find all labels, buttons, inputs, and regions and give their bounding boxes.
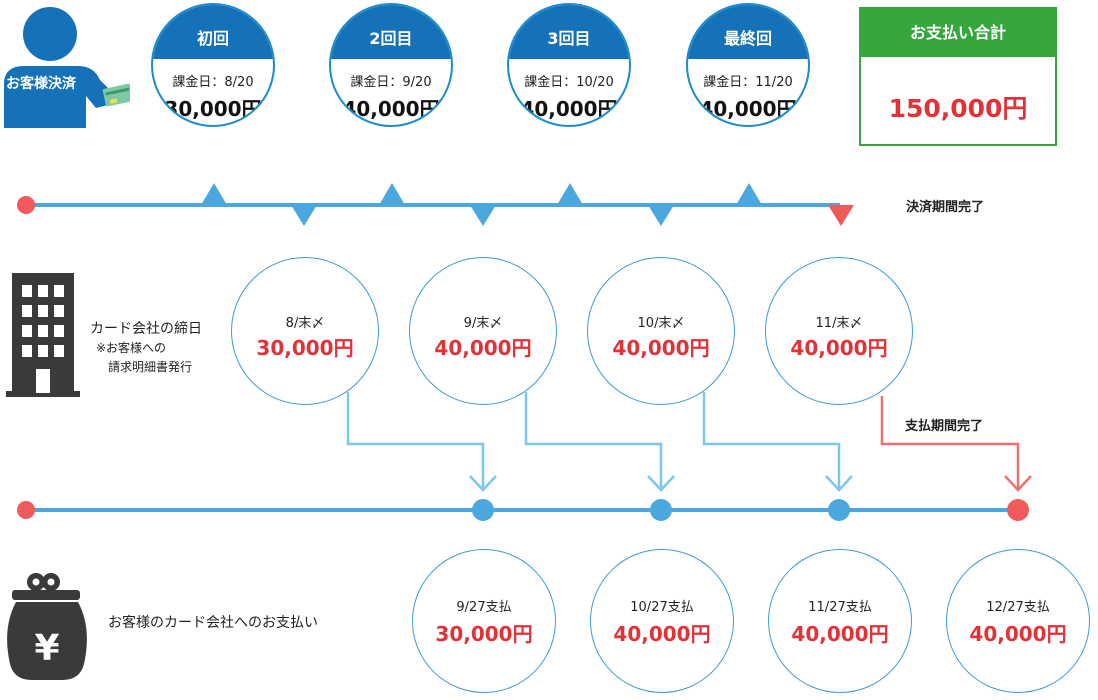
yen-wallet-icon: ¥ <box>2 568 92 684</box>
closing-circle-3: 10/末〆 40,000円 <box>587 257 735 405</box>
connector-arrow <box>346 392 485 490</box>
charge-amount: 40,000円 <box>520 97 618 121</box>
closing-marker-down <box>648 205 674 226</box>
charge-header <box>331 5 451 59</box>
payment-circle-2: 10/27支払 40,000円 <box>590 549 734 693</box>
payment-dot <box>472 499 494 521</box>
payment-dot <box>828 499 850 521</box>
charge-marker-up <box>379 183 405 205</box>
charge-title: 3回目 <box>547 29 591 48</box>
customer-label: お客様決済 <box>6 76 76 92</box>
closing-amount: 40,000円 <box>434 336 532 360</box>
closing-date: 9/末〆 <box>463 316 503 331</box>
closing-amount: 30,000円 <box>256 336 354 360</box>
connector-arrow-final <box>880 396 1020 490</box>
charge-marker-up <box>557 183 583 205</box>
closing-date: 11/末〆 <box>815 316 863 331</box>
arrow-head-final <box>1004 475 1032 492</box>
payment-circle-1: 9/27支払 30,000円 <box>412 549 556 693</box>
closing-circle-2: 9/末〆 40,000円 <box>409 257 557 405</box>
closing-marker-down <box>470 205 496 226</box>
total-box: お支払い合計 150,000円 <box>859 7 1057 146</box>
charge-title: 最終回 <box>723 29 772 48</box>
arrow-head <box>825 475 853 492</box>
total-label: お支払い合計 <box>861 9 1055 57</box>
timeline2-start-dot <box>17 501 35 519</box>
customer-icon <box>0 0 134 130</box>
charge-header <box>153 5 273 59</box>
charge-date: 課金日：9/20 <box>350 75 432 90</box>
timeline-start-dot <box>17 196 35 214</box>
charge-circle-2: 2回目 課金日：9/20 40,000円 <box>329 3 453 127</box>
charge-amount: 40,000円 <box>699 97 797 121</box>
charge-circle-4: 最終回 課金日：11/20 40,000円 <box>686 3 810 127</box>
payment-complete-label: 支払期間完了 <box>905 419 984 434</box>
closing-date: 10/末〆 <box>637 316 685 331</box>
charge-header <box>509 5 629 59</box>
closing-circle-1: 8/末〆 30,000円 <box>231 257 379 405</box>
payment-amount: 40,000円 <box>791 622 889 646</box>
connector-arrow <box>702 392 841 490</box>
connector-arrow <box>524 392 663 490</box>
payment-date: 11/27支払 <box>808 600 872 615</box>
closing-amount: 40,000円 <box>790 336 888 360</box>
payment-circle-3: 11/27支払 40,000円 <box>768 549 912 693</box>
charge-title: 2回目 <box>369 29 413 48</box>
timeline2-end-dot <box>1007 499 1029 521</box>
charge-circle-3: 3回目 課金日：10/20 40,000円 <box>507 3 631 127</box>
arrow-head <box>647 475 675 492</box>
closing-circle-4: 11/末〆 40,000円 <box>765 257 913 405</box>
building-icon <box>4 271 82 399</box>
charge-date: 課金日：8/20 <box>172 75 254 90</box>
payment-amount: 40,000円 <box>613 622 711 646</box>
payment-circle-4: 12/27支払 40,000円 <box>946 549 1090 693</box>
payment-dot <box>650 499 672 521</box>
closing-date: 8/末〆 <box>285 316 325 331</box>
payment-amount: 40,000円 <box>969 622 1067 646</box>
charge-amount: 40,000円 <box>342 97 440 121</box>
charge-amount: 30,000円 <box>164 97 262 121</box>
company-line1: カード会社の締日 <box>90 321 202 337</box>
svg-text:¥: ¥ <box>34 628 59 669</box>
charge-circle-1: 初回 課金日：8/20 30,000円 <box>151 3 275 127</box>
company-line2: ※お客様への <box>96 341 167 355</box>
payment-date: 9/27支払 <box>456 600 512 615</box>
payment-section-label: お客様のカード会社へのお支払い <box>108 615 318 631</box>
charge-header <box>688 5 808 59</box>
settlement-complete-label: 決済期間完了 <box>906 200 985 215</box>
payment-amount: 30,000円 <box>435 622 533 646</box>
payment-date: 10/27支払 <box>630 600 694 615</box>
charge-title: 初回 <box>196 29 229 48</box>
end-marker-down <box>828 205 854 226</box>
arrow-head <box>469 475 497 492</box>
charge-marker-up <box>736 183 762 205</box>
payment-date: 12/27支払 <box>986 600 1050 615</box>
charge-date: 課金日：10/20 <box>524 75 614 90</box>
charge-date: 課金日：11/20 <box>703 75 793 90</box>
closing-amount: 40,000円 <box>612 336 710 360</box>
total-amount: 150,000円 <box>888 94 1028 123</box>
charge-marker-up <box>201 183 227 205</box>
company-line3: 請求明細書発行 <box>108 360 193 374</box>
closing-marker-down <box>291 205 317 226</box>
